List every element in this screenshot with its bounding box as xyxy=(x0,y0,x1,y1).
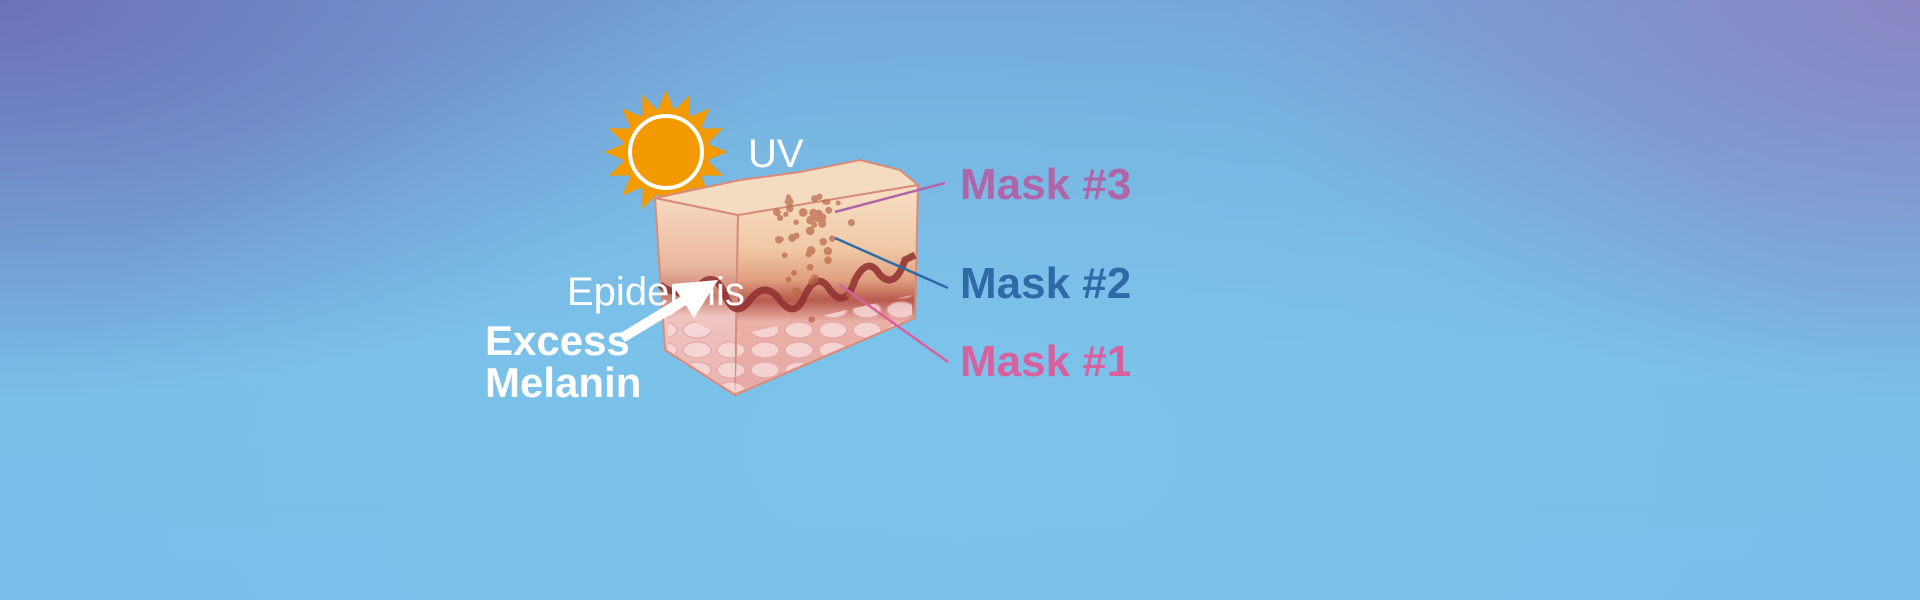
melanin-granule xyxy=(793,232,800,240)
melanin-granule xyxy=(793,219,799,225)
epidermis-label: Epidermis xyxy=(567,270,745,314)
mask2-leader-line xyxy=(834,236,949,290)
mask1-label: Mask #1 xyxy=(960,337,1132,386)
melanin-granule xyxy=(781,294,789,302)
melanin-granule xyxy=(792,287,802,297)
melanin-granule xyxy=(824,256,832,265)
melanin-granule xyxy=(777,214,784,222)
melanin-granule xyxy=(784,197,794,207)
melanin-granule xyxy=(847,219,855,227)
sun-ray xyxy=(622,175,643,196)
sun-ray xyxy=(604,143,625,161)
melanin-granule xyxy=(822,199,828,205)
mask3-label: Mask #3 xyxy=(960,160,1132,209)
mask1-leader-line xyxy=(839,283,949,364)
melanin-granule xyxy=(812,213,822,222)
melanin-granule xyxy=(798,208,808,217)
excess-melanin-line2: Melanin xyxy=(485,359,642,406)
mask2-label: Mask #2 xyxy=(960,259,1132,308)
melanin-granule xyxy=(781,252,788,259)
melanin-granule xyxy=(783,211,789,217)
excess-melanin-label: Excess Melanin xyxy=(485,320,641,404)
melanin-arrow-icon xyxy=(619,280,718,343)
melanin-granule xyxy=(825,206,833,214)
melanin-granule xyxy=(786,204,794,213)
melanin-granule xyxy=(835,200,841,206)
melanin-granule xyxy=(806,215,815,225)
sun-ray xyxy=(689,108,710,129)
melanin-granule xyxy=(808,316,816,323)
melanin-granule xyxy=(829,235,836,242)
sun-ray xyxy=(622,108,643,129)
melanin-granule xyxy=(818,219,827,228)
mask3-leader-line xyxy=(834,181,946,214)
uv-label: UV xyxy=(748,132,804,176)
melanin-granule xyxy=(805,226,815,236)
melanin-granule xyxy=(811,195,818,203)
melanin-granule xyxy=(814,294,823,303)
sun-ray xyxy=(707,143,728,161)
melanin-granule xyxy=(810,274,820,284)
melanin-granule xyxy=(806,246,816,255)
melanin-granule xyxy=(785,194,792,200)
excess-melanin-line1: Excess xyxy=(485,317,630,364)
sun-ray xyxy=(657,90,675,111)
melanin-granule xyxy=(791,269,798,276)
melanin-granule xyxy=(773,208,781,217)
melanin-granule xyxy=(819,237,828,246)
melanin-granule xyxy=(778,236,784,242)
melanin-granule xyxy=(785,276,792,283)
melanin-granule xyxy=(806,263,814,271)
melanin-granule xyxy=(823,246,832,256)
